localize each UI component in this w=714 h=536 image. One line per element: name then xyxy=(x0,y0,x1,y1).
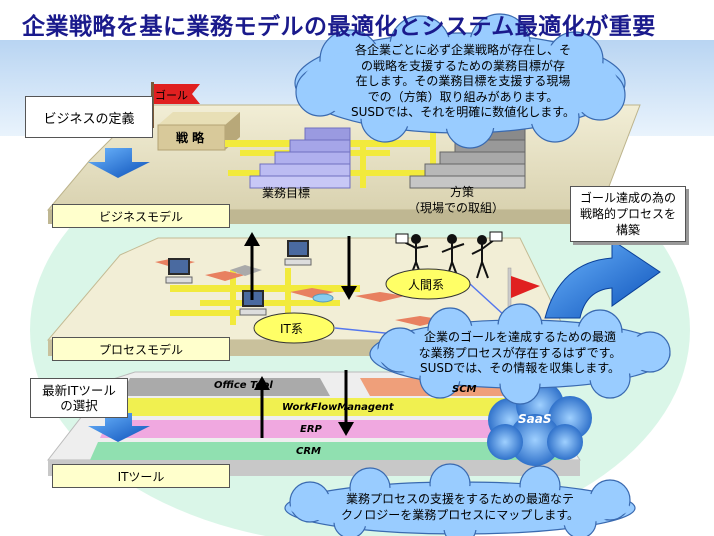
business-goal-blocks xyxy=(249,127,351,189)
latest-it-tools-label-2: の選択 xyxy=(60,398,98,413)
callout-cloud-middle xyxy=(369,303,671,405)
callout-bottom-line-1: 業務プロセスの支援をするための最適なテ xyxy=(345,492,574,506)
callout-cloud-top xyxy=(294,13,626,149)
up-arrow-2 xyxy=(254,376,270,438)
up-arrow-1 xyxy=(244,232,260,300)
business-to-process-arrow xyxy=(88,148,150,178)
strategy-block xyxy=(157,112,240,151)
callout-cloud-bottom xyxy=(284,463,636,536)
callout-middle-line-3: SUSDでは、その情報を収集します。 xyxy=(419,361,621,375)
callout-bottom-line-2: クノロジーを業務プロセスにマップします。 xyxy=(340,507,580,522)
process-model-label: プロセスモデル xyxy=(52,337,230,361)
business-goal-label: 業務目標 xyxy=(262,186,311,200)
office-tool-label: Office Tool xyxy=(214,380,273,391)
callout-top-line-2: の戦略を支援するための業務目標が存 xyxy=(360,58,565,73)
it-tools-label: ITツール xyxy=(52,464,230,488)
callout-top-line-3: 在します。その業務目標を支援する現場 xyxy=(355,74,571,88)
goal-process-line-2: 戦略的プロセスを xyxy=(579,207,676,221)
callout-top-line-5: SUSDでは、それを明確に数値化します。 xyxy=(350,105,576,119)
callout-middle-line-1: 企業のゴールを達成するための最適 xyxy=(423,330,616,344)
latest-it-tools-label-1: 最新ITツール xyxy=(42,383,116,398)
callout-top-text: 各企業ごとに必ず企業戦略が存在し、そ の戦略を支援するための業務目標が存 在しま… xyxy=(318,43,608,121)
goal-process-line-3: 構築 xyxy=(615,223,640,237)
crm-label: CRM xyxy=(296,446,321,457)
goal-process-box: ゴール達成の為の 戦略的プロセスを 構築 xyxy=(570,186,686,242)
human-system-bubble xyxy=(385,268,471,300)
business-definition-label: ビジネスの定義 xyxy=(43,111,135,127)
goal-label: ゴール xyxy=(155,89,188,102)
workflow-label: WorkFlowManagent xyxy=(282,402,394,413)
it-system-label: IT系 xyxy=(280,322,303,336)
measure-label: 方策 xyxy=(450,185,475,199)
callout-middle-text: 企業のゴールを達成するための最適 な業務プロセスが存在するはずです。 SUSDで… xyxy=(392,330,648,377)
business-definition-box: ビジネスの定義 xyxy=(25,96,153,138)
erp-label: ERP xyxy=(300,424,322,435)
business-model-text: ビジネスモデル xyxy=(98,209,183,224)
goal-process-line-1: ゴール達成の為の xyxy=(579,191,676,205)
it-system-bubble xyxy=(253,312,335,344)
saas-label: SaaS xyxy=(518,412,552,426)
down-arrow-2 xyxy=(338,370,354,436)
measure-sub-label: （現場での取組） xyxy=(408,201,505,215)
callout-bottom-text: 業務プロセスの支援をするための最適なテ クノロジーを業務プロセスにマップします。 xyxy=(300,492,620,523)
callout-middle-line-2: な業務プロセスが存在するはずです。 xyxy=(418,345,622,360)
scm-label: SCM xyxy=(452,384,477,395)
saas-cloud xyxy=(487,381,592,466)
business-model-label: ビジネスモデル xyxy=(52,204,230,228)
human-system-label: 人間系 xyxy=(408,278,445,292)
it-tool-bands xyxy=(90,378,564,460)
latest-it-tools-box: 最新ITツール の選択 xyxy=(30,378,128,418)
process-connectors xyxy=(170,268,360,325)
strategy-label: 戦 略 xyxy=(176,131,205,145)
it-tools-text: ITツール xyxy=(117,469,165,484)
down-arrow-1 xyxy=(341,236,357,300)
callout-top-line-1: 各企業ごとに必ず企業戦略が存在し、そ xyxy=(354,43,571,57)
it-tools-arrow xyxy=(88,413,150,442)
process-model-text: プロセスモデル xyxy=(98,342,183,357)
callout-top-line-4: での（方策）取り組みがあります。 xyxy=(367,89,559,104)
page-title: 企業戦略を基に業務モデルの最適化とシステム最適化が重要 xyxy=(22,14,656,40)
